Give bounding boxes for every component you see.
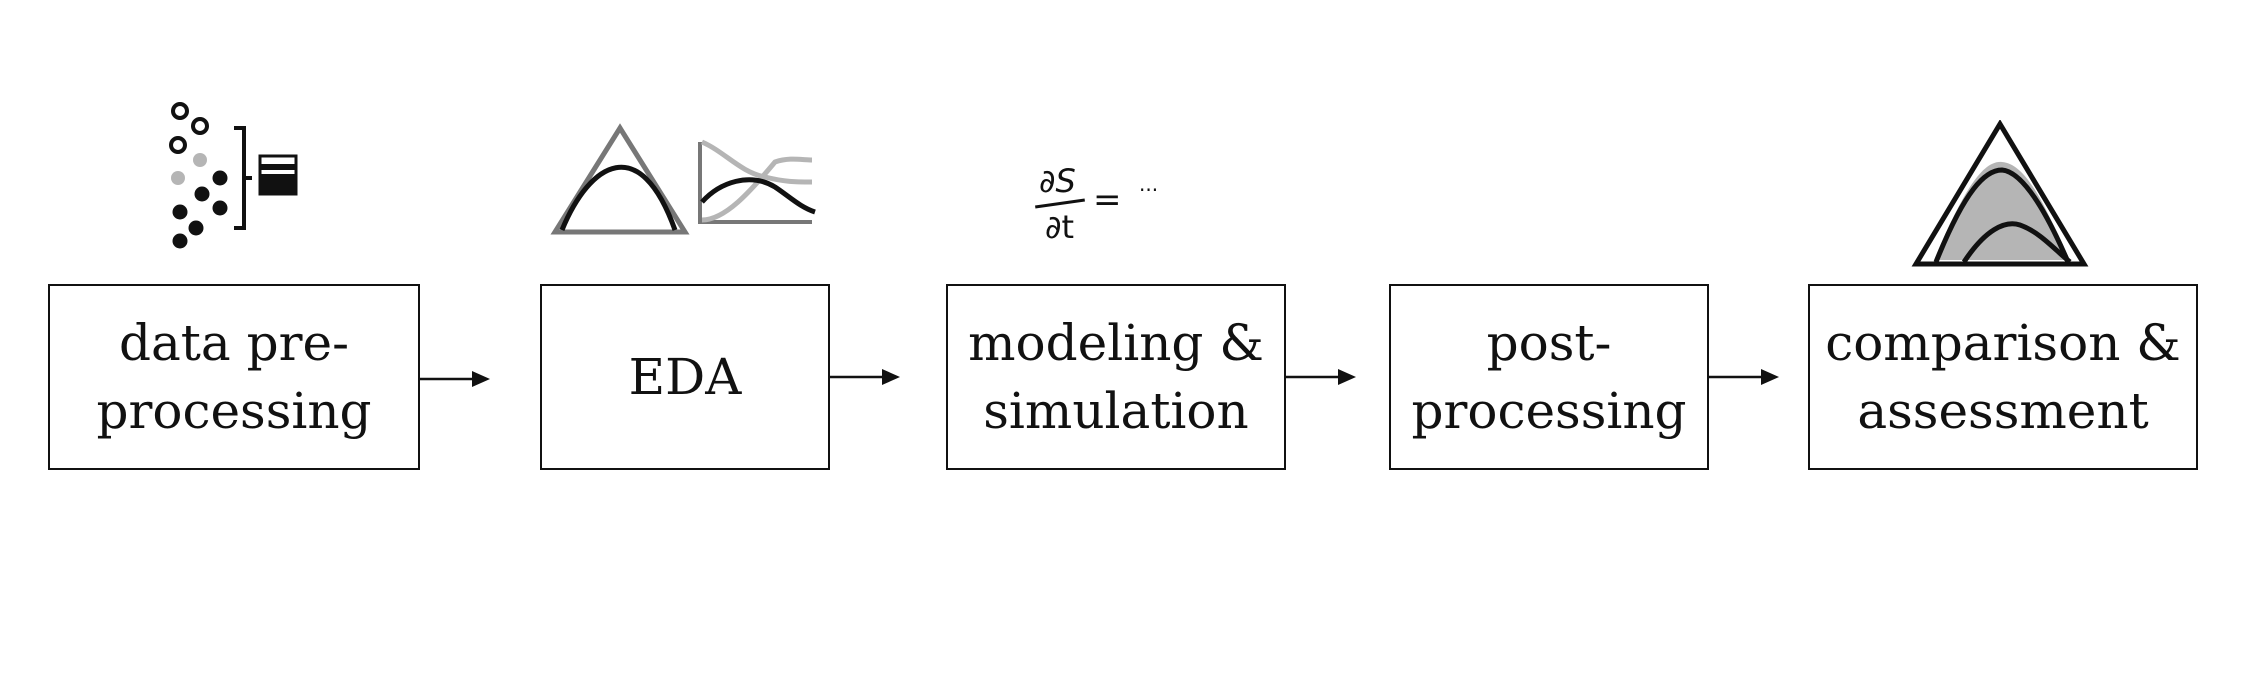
equation-ellipsis: ··· bbox=[1139, 178, 1159, 202]
equation-equals: = bbox=[1093, 180, 1122, 220]
differential-equation-icon: ∂S ∂t = ··· bbox=[1035, 162, 1195, 252]
step-label-line: assessment bbox=[1857, 382, 2149, 440]
step-label-line: processing bbox=[96, 382, 372, 440]
step-comparison-assessment: comparison & assessment bbox=[1808, 284, 2198, 470]
data-points-bracket-icon bbox=[169, 102, 298, 249]
arrow-4 bbox=[1709, 369, 1779, 385]
step-label-line: data pre- bbox=[118, 314, 349, 372]
equation-denominator: ∂t bbox=[1045, 208, 1075, 246]
triangle-and-line-plot-icon bbox=[550, 123, 816, 235]
step-data-preprocessing: data pre- processing bbox=[48, 284, 420, 470]
step-label-line: post- bbox=[1486, 314, 1612, 372]
triangle-overlay-curves-icon bbox=[1911, 120, 2089, 267]
step-modeling-simulation: modeling & simulation bbox=[946, 284, 1286, 470]
arrow-3 bbox=[1286, 369, 1356, 385]
arrow-2 bbox=[830, 369, 900, 385]
step-label-line: simulation bbox=[983, 382, 1249, 440]
step-post-processing: post- processing bbox=[1389, 284, 1709, 470]
step-label-line: processing bbox=[1411, 382, 1687, 440]
step-label-line: EDA bbox=[628, 348, 742, 406]
equation-numerator: ∂S bbox=[1039, 162, 1076, 200]
equation-fraction-bar bbox=[1035, 198, 1085, 209]
step-label-line: modeling & bbox=[968, 314, 1264, 372]
step-eda: EDA bbox=[540, 284, 830, 470]
arrow-1 bbox=[420, 371, 490, 387]
step-label-line: comparison & bbox=[1825, 314, 2181, 372]
